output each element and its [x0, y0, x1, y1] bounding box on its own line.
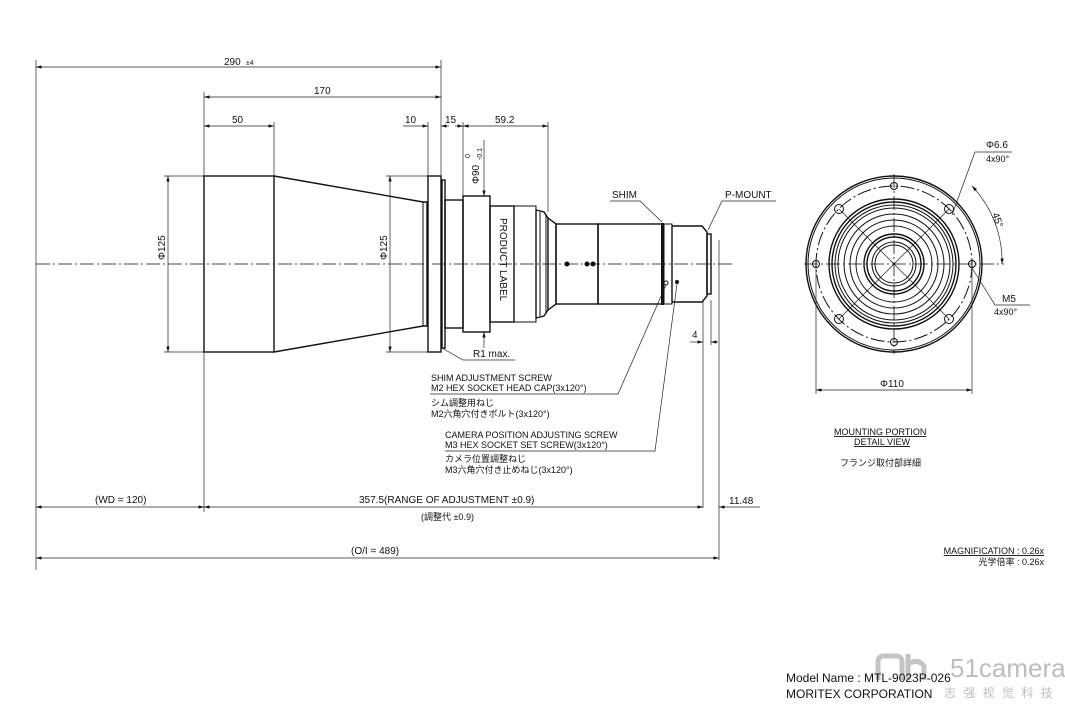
model-name: Model Name : MTL-9023P-026: [786, 671, 951, 685]
dim-wd: (WD = 120): [95, 495, 146, 506]
dim-adjust-range: 357.5(RANGE OF ADJUSTMENT ±0.9): [359, 495, 534, 506]
dim-front-length: 50: [232, 115, 244, 126]
detail-title-2: DETAIL VIEW: [854, 437, 911, 447]
mounting-detail-view: [804, 174, 1004, 354]
camera-adapter: [671, 225, 708, 303]
shim-screw-en-2: M2 HEX SOCKET HEAD CAP(3x120°): [431, 383, 586, 393]
shim-screw-jp-1: シム調整用ねじ: [431, 397, 494, 408]
shim-label: SHIM: [612, 190, 637, 201]
r1-leader: [441, 347, 515, 361]
front-barrel: [203, 175, 275, 353]
detail-thread-count: 4x90°: [994, 307, 1018, 317]
detail-title-jp: フランジ取付部詳細: [840, 457, 921, 468]
dim-back-offset: 11.48: [729, 496, 754, 507]
dim-rear-length: 59.2: [495, 115, 515, 126]
r1-label: R1 max.: [473, 349, 510, 360]
dim-dia-125-rear: Φ125: [379, 235, 390, 260]
watermark-cn: 志 强 视 觉 科 技: [944, 685, 1055, 700]
dim-flange-10: 10: [405, 115, 417, 126]
dim-oi: (O/I = 489): [351, 546, 399, 557]
dim-dia-90-tol-upper: 0: [465, 154, 472, 158]
shim-screw-jp-2: M2六角穴付きボルト(3x120°): [431, 408, 550, 419]
dim-mount-gap: 4: [692, 330, 698, 341]
product-label-text: PRODUCT LABEL: [497, 218, 508, 302]
top-dimensions: [35, 60, 549, 570]
bottom-dimensions: [36, 352, 760, 560]
detail-angle: 45°: [989, 211, 1005, 229]
magnification-en: MAGNIFICATION : 0.26x: [944, 546, 1045, 556]
camera-logo-icon: [875, 653, 905, 680]
detail-hole-dia: Φ6.6: [986, 140, 1008, 151]
dim-dia-90: Φ90: [471, 164, 482, 184]
dim-adjust-range-jp: (調整代 ±0.9): [421, 511, 474, 522]
detail-pcd: Φ110: [880, 379, 904, 390]
shim-screw-en-1: SHIM ADJUSTMENT SCREW: [431, 373, 552, 383]
cam-screw-jp-2: M3六角穴付き止めねじ(3x120°): [445, 464, 573, 475]
dim-flange-15: 15: [445, 115, 457, 126]
watermark: 51camera 志 强 视 觉 科 技: [875, 653, 1065, 700]
cam-screw-jp-1: カメラ位置調整ねじ: [445, 453, 526, 464]
lens-side-view: [203, 175, 712, 353]
p-mount-face: [706, 233, 712, 295]
watermark-brand: 51camera: [950, 653, 1065, 683]
magnification-jp: 光学倍率 : 0.26x: [978, 556, 1044, 567]
p-mount-label: P-MOUNT: [725, 190, 772, 201]
dim-overall-tol: ±4: [246, 60, 254, 67]
company-name: MORITEX CORPORATION: [786, 687, 932, 701]
shim-screw: [663, 280, 669, 286]
dim-overall-length: 290: [224, 57, 241, 68]
dim-dia-90-tol-lower: -0.1: [477, 148, 484, 160]
dim-body-length: 170: [314, 86, 331, 97]
cam-screw-en-2: M3 HEX SOCKET SET SCREW(3x120°): [445, 440, 608, 450]
cam-screw-en-1: CAMERA POSITION ADJUSTING SCREW: [445, 430, 618, 440]
shim: [661, 223, 664, 305]
detail-thread: M5: [1002, 294, 1016, 305]
detail-hole-count: 4x90°: [986, 154, 1010, 164]
dim-dia-125-front: Φ125: [157, 235, 168, 260]
detail-title-1: MOUNTING PORTION: [834, 427, 926, 437]
camera-screw: [675, 280, 679, 284]
tapered-barrel: [273, 175, 428, 353]
